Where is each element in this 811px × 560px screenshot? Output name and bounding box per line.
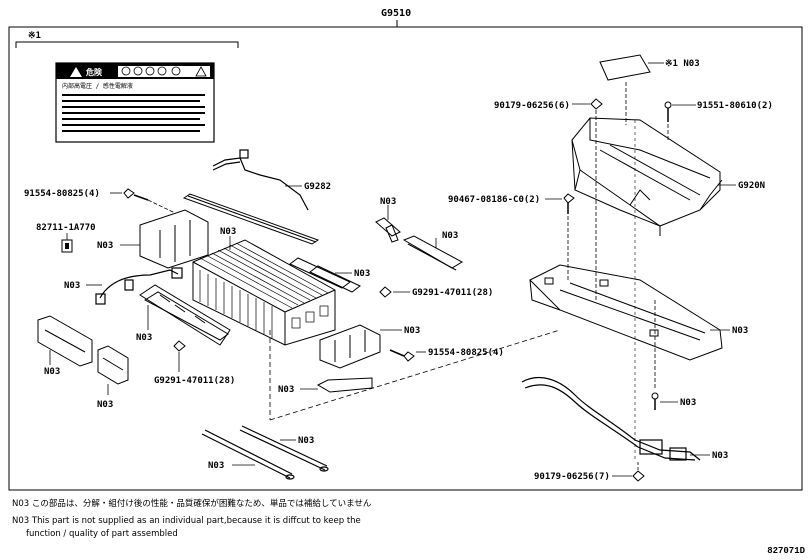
callout-90179-bottom: 90179-06256(7) <box>534 472 610 482</box>
hazard-icon <box>121 66 131 76</box>
callout-n03-o: N03 <box>732 326 748 336</box>
bus-bar-module-top <box>289 257 361 293</box>
callout-n03-n: N03 <box>208 461 224 471</box>
bolt-icon-91554-left <box>123 188 149 201</box>
callout-n03-h: N03 <box>44 367 60 377</box>
bolt-icon-91554-right <box>389 349 415 362</box>
no-touch-icon <box>145 66 155 76</box>
callout-g9291-right: G9291-47011(28) <box>412 288 493 298</box>
side-plate-left <box>139 209 209 269</box>
nut-icon-g9291-right <box>379 286 392 298</box>
figure-id: 827071D <box>767 546 805 556</box>
callout-n03-p: N03 <box>680 398 696 408</box>
callout-91551: 91551-80610(2) <box>697 101 773 111</box>
note-japanese: N03 この部品は、分解・組付け後の性能・品質確保が困難なため、単品では補給して… <box>12 499 372 509</box>
callout-n03-m: N03 <box>298 436 314 446</box>
bracket-label: ※1 <box>28 31 41 41</box>
bolt-icon-90467 <box>563 193 575 214</box>
callout-g9291-left: G9291-47011(28) <box>154 376 235 386</box>
callout-90467: 90467-08186-C0(2) <box>448 195 540 205</box>
note-english-line1: N03 This part is not supplied as an indi… <box>12 516 361 526</box>
callout-n03-j: N03 <box>404 326 420 336</box>
callout-82711: 82711-1A770 <box>36 223 96 233</box>
warning-header: 危険 <box>85 67 103 77</box>
nut-icon-top <box>590 98 603 110</box>
callout-n03-e: N03 <box>442 231 458 241</box>
callout-n03-c: N03 <box>64 281 80 291</box>
end-cover-left <box>37 315 93 367</box>
battery-module <box>192 239 336 346</box>
callout-91554-right: 91554-80825(4) <box>428 348 504 358</box>
callout-g920n: G920N <box>738 181 765 191</box>
rod-long-1 <box>239 425 329 472</box>
callout-n03-d: N03 <box>380 197 396 207</box>
no-fire-icon <box>133 66 143 76</box>
callout-91554-left: 91554-80825(4) <box>24 189 100 199</box>
callout-n03-f: N03 <box>354 269 370 279</box>
bus-bar-long <box>182 193 320 245</box>
wire-harness-lower <box>521 377 701 461</box>
label-sheet <box>599 54 651 81</box>
bolt-icon-91551 <box>664 101 672 122</box>
callout-n03-k: N03 <box>278 385 294 395</box>
callout-90179-top: 90179-06256(6) <box>494 101 570 111</box>
caution-icon <box>171 66 181 76</box>
connector-cable-left <box>95 267 183 305</box>
battery-cells <box>199 242 329 338</box>
lower-tray <box>529 264 723 361</box>
warning-label: 危険 内部高電圧 / 感性電解液 <box>55 62 215 143</box>
callout-n03-g: N03 <box>136 333 152 343</box>
callout-n03-label: ※1 N03 <box>665 59 700 69</box>
warning-subtitle: 内部高電圧 / 感性電解液 <box>62 82 133 90</box>
callout-n03-q: N03 <box>712 451 728 461</box>
bus-bar-upper-right <box>402 235 464 271</box>
callout-n03-b: N03 <box>220 227 236 237</box>
upper-cover <box>571 117 723 236</box>
nut-icon-bottom <box>632 470 645 482</box>
wire-harness-upper <box>212 149 309 211</box>
bolt-icon-lower <box>651 392 659 410</box>
side-plate-right <box>319 324 381 369</box>
diagram-frame <box>8 26 803 491</box>
glove-icon <box>157 66 167 76</box>
warning-triangle-icon <box>70 67 82 77</box>
small-bracket <box>316 377 373 393</box>
callout-n03-a: N03 <box>97 241 113 251</box>
end-plate-left <box>97 345 129 385</box>
nut-icon-g9291-left <box>173 340 186 352</box>
callout-n03-i: N03 <box>97 400 113 410</box>
note-english-line2: function / quality of part assembled <box>26 529 178 539</box>
callout-g9282: G9282 <box>304 182 331 192</box>
electric-icon <box>195 66 207 77</box>
rod-long-2 <box>201 429 295 480</box>
clip-upper-center <box>375 217 401 243</box>
group-code: G9510 <box>381 8 411 19</box>
clip-icon-82711 <box>61 239 73 253</box>
bus-bar-holder-left <box>139 284 231 346</box>
